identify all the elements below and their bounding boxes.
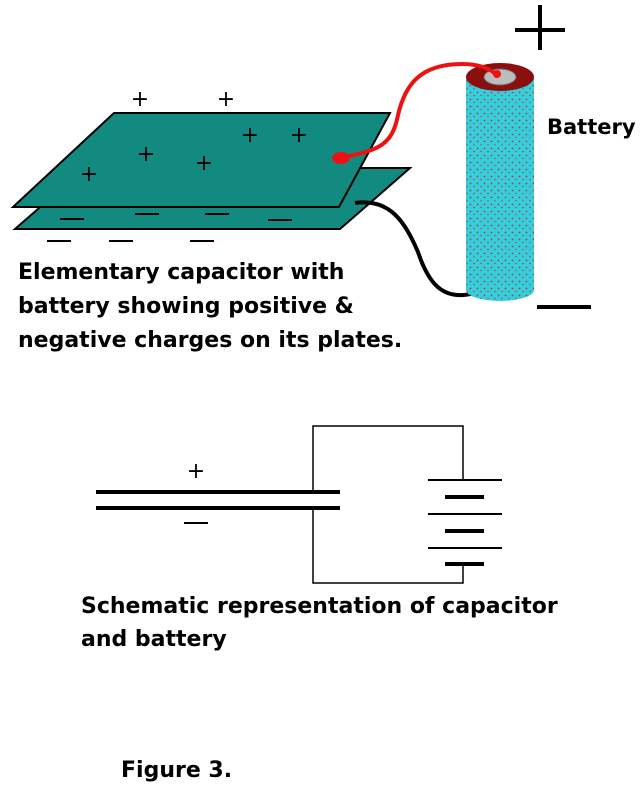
top-plate	[10, 112, 392, 208]
schematic-battery	[428, 479, 502, 566]
plus-charge: +	[80, 162, 98, 187]
red-wire	[339, 61, 500, 160]
caption-line: negative charges on its plates.	[18, 328, 403, 353]
battery-bottom	[466, 279, 534, 301]
plus-charge: +	[217, 87, 235, 112]
schematic-wires	[312, 425, 464, 584]
caption-line: Elementary capacitor with	[18, 260, 345, 285]
plus-charge: +	[137, 142, 155, 167]
battery-label: Battery	[547, 115, 636, 139]
black-wire	[354, 200, 476, 298]
plus-charge: +	[195, 151, 213, 176]
caption-line: and battery	[81, 627, 227, 652]
battery-body	[466, 78, 534, 290]
caption-line: Schematic representation of capacitor	[81, 594, 558, 619]
plus-charge: +	[241, 123, 259, 148]
schematic-capacitor	[96, 490, 340, 510]
negative-charges	[47, 213, 292, 242]
schematic-plus-sign: +	[187, 459, 205, 484]
plus-charge: +	[131, 87, 149, 112]
elementary-capacitor-caption: Elementary capacitor with battery showin…	[18, 256, 402, 358]
battery-positive-sign	[515, 5, 565, 50]
schematic-caption: Schematic representation of capacitor an…	[81, 590, 558, 656]
figure-label: Figure 3.	[121, 758, 233, 783]
battery	[466, 63, 534, 301]
plus-charge: +	[290, 123, 308, 148]
caption-line: battery showing positive &	[18, 294, 354, 319]
red-wire-terminal-dot	[493, 70, 501, 78]
red-wire-contact	[332, 152, 350, 164]
